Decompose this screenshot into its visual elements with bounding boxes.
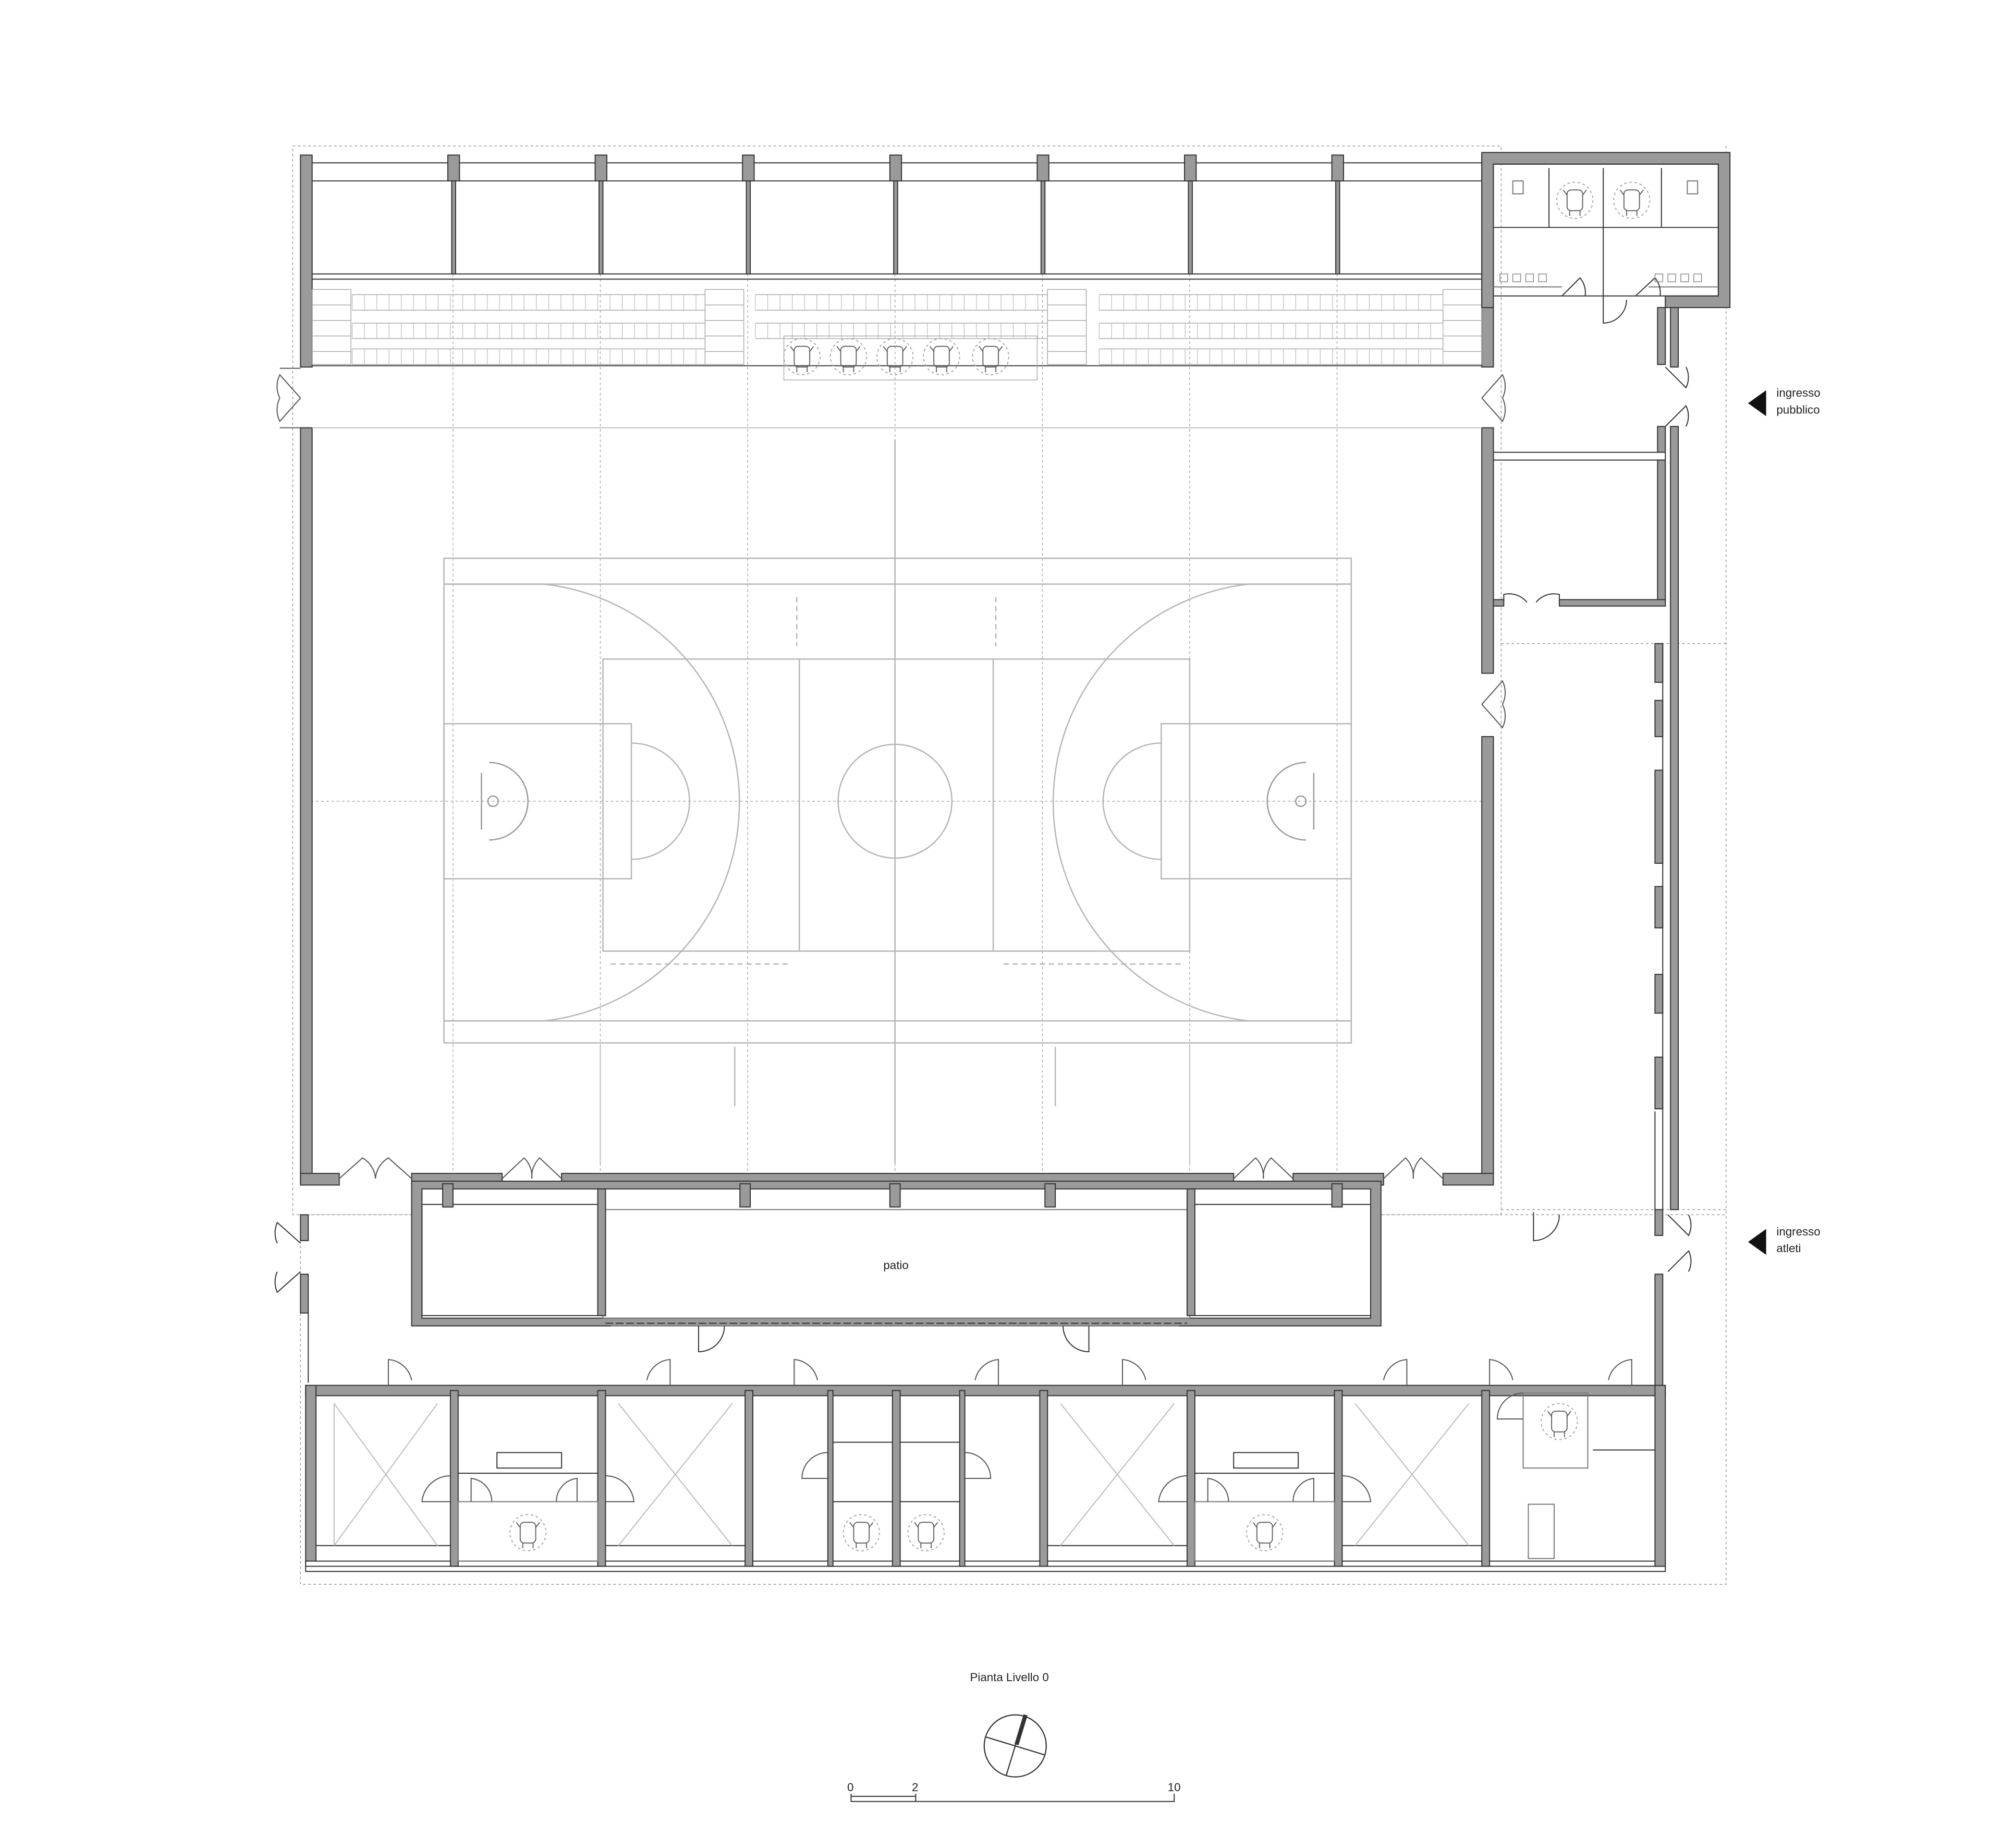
scale-tick-10: 10 — [1168, 1781, 1181, 1794]
arrow-public-icon — [1748, 390, 1766, 417]
arrow-athletes-icon — [1748, 1229, 1766, 1255]
entrance-athletes-label-2: atleti — [1776, 1242, 1801, 1255]
seat-dividers — [351, 295, 1444, 365]
south-doors — [387, 1359, 1632, 1502]
south-wing — [274, 1209, 1692, 1572]
property-boundary — [292, 145, 1727, 1585]
scale-tick-2: 2 — [912, 1781, 918, 1794]
entrance-athletes-label-1: ingresso — [1776, 1225, 1820, 1238]
entrance-public-label-1: ingresso — [1776, 386, 1820, 399]
gym-doors — [276, 368, 1506, 1179]
north-arrow-icon — [983, 1714, 1047, 1778]
entrance-public-label-2: pubblico — [1776, 403, 1820, 416]
entrance-markers — [1748, 390, 1766, 1255]
patio-block — [411, 1180, 1382, 1327]
public-restrooms — [1481, 152, 1731, 324]
patio-label: patio — [883, 1258, 908, 1271]
locker-rooms — [316, 1390, 1655, 1567]
toilets-row — [1499, 273, 1702, 283]
basketball-court — [443, 439, 1352, 1164]
structural-grid — [311, 155, 1482, 1176]
gym-walls — [300, 154, 1494, 1186]
pillars-top — [447, 154, 1344, 275]
bleacher-seats — [311, 289, 1482, 365]
wheelchair-spaces — [783, 335, 1038, 381]
east-lobby — [1493, 307, 1689, 1210]
scale-bar — [850, 1793, 1175, 1802]
plan-title: Pianta Livello 0 — [970, 1671, 1049, 1684]
scale-tick-0: 0 — [847, 1781, 853, 1794]
